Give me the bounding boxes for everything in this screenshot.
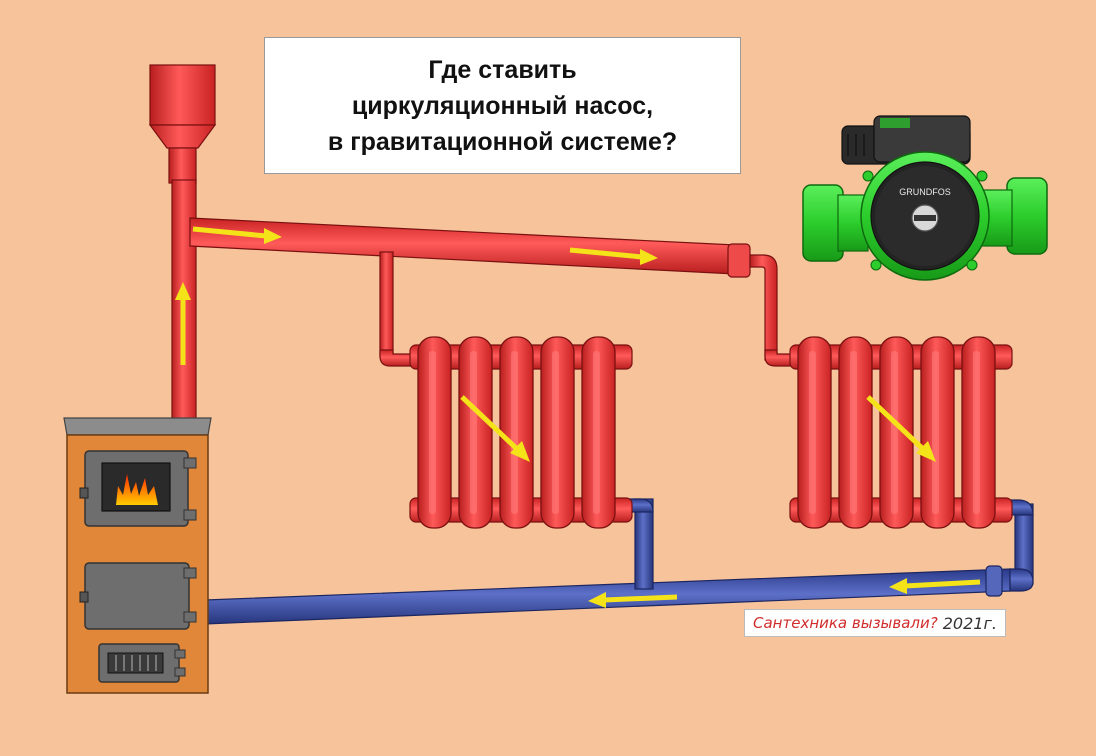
radiator-1 [409,336,633,529]
title-line-2: циркуляционный насос, [351,91,654,120]
radiator-highlight [932,351,939,514]
pump-brand-label: GRUNDFOS [899,187,951,197]
watermark-text: Сантехника вызывали? [753,614,938,632]
radiator-highlight [593,351,600,514]
radiator-highlight [552,351,559,514]
title-line-1: Где ставить [428,55,577,84]
flow-arrows [175,226,981,608]
radiator-highlight [891,351,898,514]
arrow-left-icon [889,578,981,594]
radiator-highlight [429,351,436,514]
arrow-diagonal-icon [460,395,530,462]
supply-pipe [189,217,801,367]
arrow-right-icon [192,226,282,244]
arrow-diagonal-icon [866,395,936,462]
circulation-pump: GRUNDFOS [802,115,1048,281]
arrow-left-icon [588,592,678,608]
radiator-highlight [470,351,477,514]
radiator-highlight [511,351,518,514]
radiator-highlight [973,351,980,514]
watermark: Сантехника вызывали? 2021г. [744,609,1006,637]
title-line-3: в гравитационной системе? [327,127,678,156]
watermark-year: 2021г. [942,613,997,633]
arrow-right-icon [569,247,658,265]
chimney [148,64,217,184]
arrow-up-icon [175,282,191,365]
boiler [63,417,212,694]
radiator-highlight [809,351,816,514]
fire-icon [116,474,158,505]
title-box: Где ставить циркуляционный насос, в грав… [264,37,741,174]
radiator-highlight [850,351,857,514]
radiator-2 [789,336,1013,529]
